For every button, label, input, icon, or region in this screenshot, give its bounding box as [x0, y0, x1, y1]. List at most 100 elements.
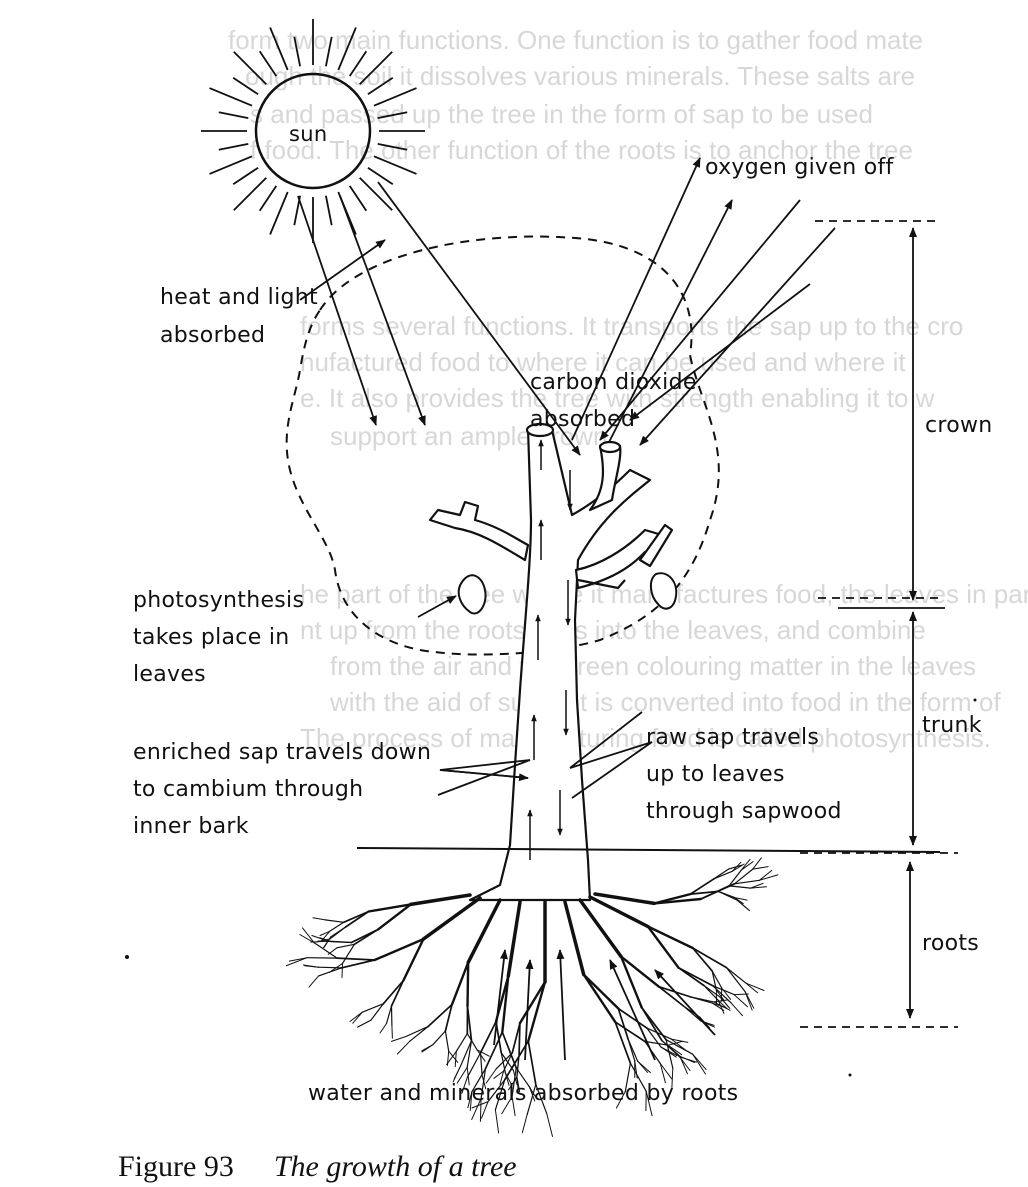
sun-ray	[350, 51, 367, 76]
root-segment	[528, 982, 545, 1041]
root-segment	[547, 1113, 553, 1136]
label-oxygen: oxygen given off	[705, 152, 894, 184]
root-segment	[342, 963, 343, 977]
label-raw-sap-line1: raw sap travels	[646, 722, 819, 754]
root-segment	[411, 895, 470, 904]
root-segment	[481, 1022, 497, 1053]
root-segment	[522, 1114, 527, 1132]
root-segment	[392, 1037, 406, 1042]
sun-ray	[210, 88, 253, 106]
root-segment	[642, 1008, 666, 1040]
root-segment	[565, 902, 584, 975]
sun-ray	[270, 28, 288, 71]
root-segment	[445, 1031, 448, 1051]
root-segment	[423, 898, 480, 939]
sun-ray	[219, 112, 249, 118]
label-raw-sap-line3: through sapwood	[646, 796, 842, 828]
label-photosynthesis-line1: photosynthesis	[133, 585, 304, 617]
label-trunk: trunk	[922, 710, 982, 742]
root-segment	[331, 927, 346, 937]
root-segment	[456, 1034, 467, 1052]
root-segment	[718, 891, 737, 900]
sun-ray	[233, 78, 258, 95]
root-segment	[734, 994, 748, 995]
label-photosynthesis-line3: leaves	[133, 659, 206, 691]
root-segment	[397, 1041, 409, 1054]
sun-ray	[270, 192, 288, 235]
root-segment	[679, 968, 704, 986]
sun-ray	[219, 144, 249, 150]
root-segment	[380, 1024, 386, 1033]
sun-ray	[350, 186, 367, 211]
root-segment	[729, 886, 751, 888]
root-segment	[520, 982, 545, 1023]
root-segment	[615, 1022, 630, 1063]
label-enriched-sap-line2: to cambium through	[133, 774, 363, 806]
root-segment	[502, 1032, 516, 1068]
root-segment	[746, 983, 764, 990]
sun-ray	[294, 37, 300, 67]
label-roots: roots	[922, 928, 979, 960]
root-segment	[357, 1020, 371, 1027]
root-segment	[737, 900, 750, 911]
root-segment	[392, 1025, 393, 1038]
root-segment	[731, 1003, 743, 1016]
figure-caption: Figure 93 The growth of a tree	[118, 1150, 517, 1184]
figure-title: The growth of a tree	[274, 1150, 517, 1183]
root-segment	[693, 948, 713, 971]
sun-ray	[326, 37, 332, 67]
label-co2-line2: absorbed	[530, 404, 635, 436]
root-segment	[584, 975, 619, 1009]
label-photosynthesis-line2: takes place in	[133, 622, 290, 654]
sun-ray	[338, 28, 356, 71]
label-co2-line1: carbon dioxide	[530, 367, 697, 399]
root-segment	[328, 941, 351, 942]
root-segment	[691, 997, 712, 1003]
root-segment	[337, 944, 355, 948]
root-segment	[746, 983, 758, 993]
root-segment	[422, 1045, 433, 1052]
root-segment	[324, 937, 331, 947]
root-segment	[693, 1054, 706, 1074]
root-segment	[309, 976, 319, 987]
speck	[849, 1074, 852, 1077]
root-segment	[638, 1061, 651, 1072]
sun-ray	[378, 112, 408, 118]
root-segment	[343, 944, 355, 963]
root-segment	[319, 967, 342, 968]
sun-ray	[210, 156, 253, 174]
root-segment	[354, 929, 378, 944]
label-heat-light-line1: heat and light	[160, 282, 318, 314]
ground-line	[357, 848, 940, 852]
label-water-minerals: water and minerals absorbed by roots	[308, 1078, 738, 1110]
figure-number: Figure 93	[118, 1150, 234, 1183]
label-enriched-sap-line1: enriched sap travels down	[133, 737, 431, 769]
sun-ray	[374, 156, 417, 174]
sun-ray	[378, 144, 408, 150]
root-segment	[452, 962, 468, 1004]
root-segment	[693, 948, 727, 968]
root-segment	[468, 962, 469, 1006]
sun-ray	[260, 186, 277, 211]
sun-ray	[360, 52, 393, 85]
label-sun: sun	[289, 118, 327, 150]
label-raw-sap-line2: up to leaves	[646, 759, 785, 791]
root-segment	[495, 1110, 498, 1133]
label-enriched-sap-line3: inner bark	[133, 811, 249, 843]
root-segment	[753, 867, 768, 870]
sun-ray	[368, 78, 393, 95]
root-segment	[468, 900, 500, 962]
sun-ray	[260, 51, 277, 76]
sun-ray	[234, 52, 266, 85]
root-segment	[433, 1031, 446, 1045]
speck	[125, 955, 129, 959]
sun-ray	[368, 168, 393, 185]
root-segment	[734, 995, 747, 1007]
root-segment	[584, 975, 616, 1022]
root-segment	[325, 920, 344, 922]
root-segment	[287, 958, 308, 966]
sun-ray	[233, 168, 258, 185]
label-heat-light-line2: absorbed	[160, 320, 265, 352]
speck	[974, 699, 977, 702]
root-segment	[508, 902, 520, 976]
